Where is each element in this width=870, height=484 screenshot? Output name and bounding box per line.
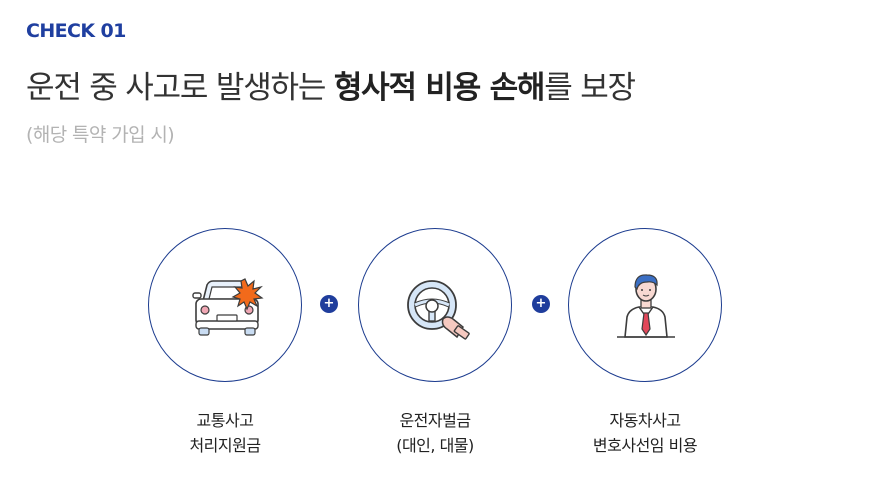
lawyer-icon <box>617 274 675 338</box>
caption-line-2: 처리지원금 <box>189 436 261 455</box>
check-label: CHECK 01 <box>26 20 126 42</box>
coverage-circle-driver-fine <box>358 228 512 382</box>
title-highlight: 형사적 비용 손해 <box>333 70 546 106</box>
coverage-circle-traffic-accident <box>148 228 302 382</box>
caption-line-2: 변호사선임 비용 <box>592 436 698 455</box>
caption-line-1: 운전자벌금 <box>399 411 471 430</box>
page-title: 운전 중 사고로 발생하는 형사적 비용 손해를 보장 <box>26 62 636 107</box>
plus-icon: + <box>320 295 338 313</box>
coverage-circle-lawyer-fee <box>568 228 722 382</box>
steering-wheel-icon <box>407 280 470 340</box>
caption-line-1: 교통사고 <box>196 411 254 430</box>
caption-line-2: (대인, 대물) <box>396 436 474 455</box>
subnote: (해당 특약 가입 시) <box>26 124 175 146</box>
title-text-1: 운전 중 사고로 발생하는 <box>26 70 334 106</box>
caption-lawyer-fee: 자동차사고 변호사선임 비용 <box>545 408 745 458</box>
plus-icon: + <box>532 295 550 313</box>
title-text-2: 를 보장 <box>544 70 636 106</box>
caption-driver-fine: 운전자벌금 (대인, 대물) <box>335 408 535 458</box>
caption-line-1: 자동차사고 <box>609 411 681 430</box>
car-crash-icon <box>192 278 264 336</box>
caption-traffic-accident: 교통사고 처리지원금 <box>125 408 325 458</box>
